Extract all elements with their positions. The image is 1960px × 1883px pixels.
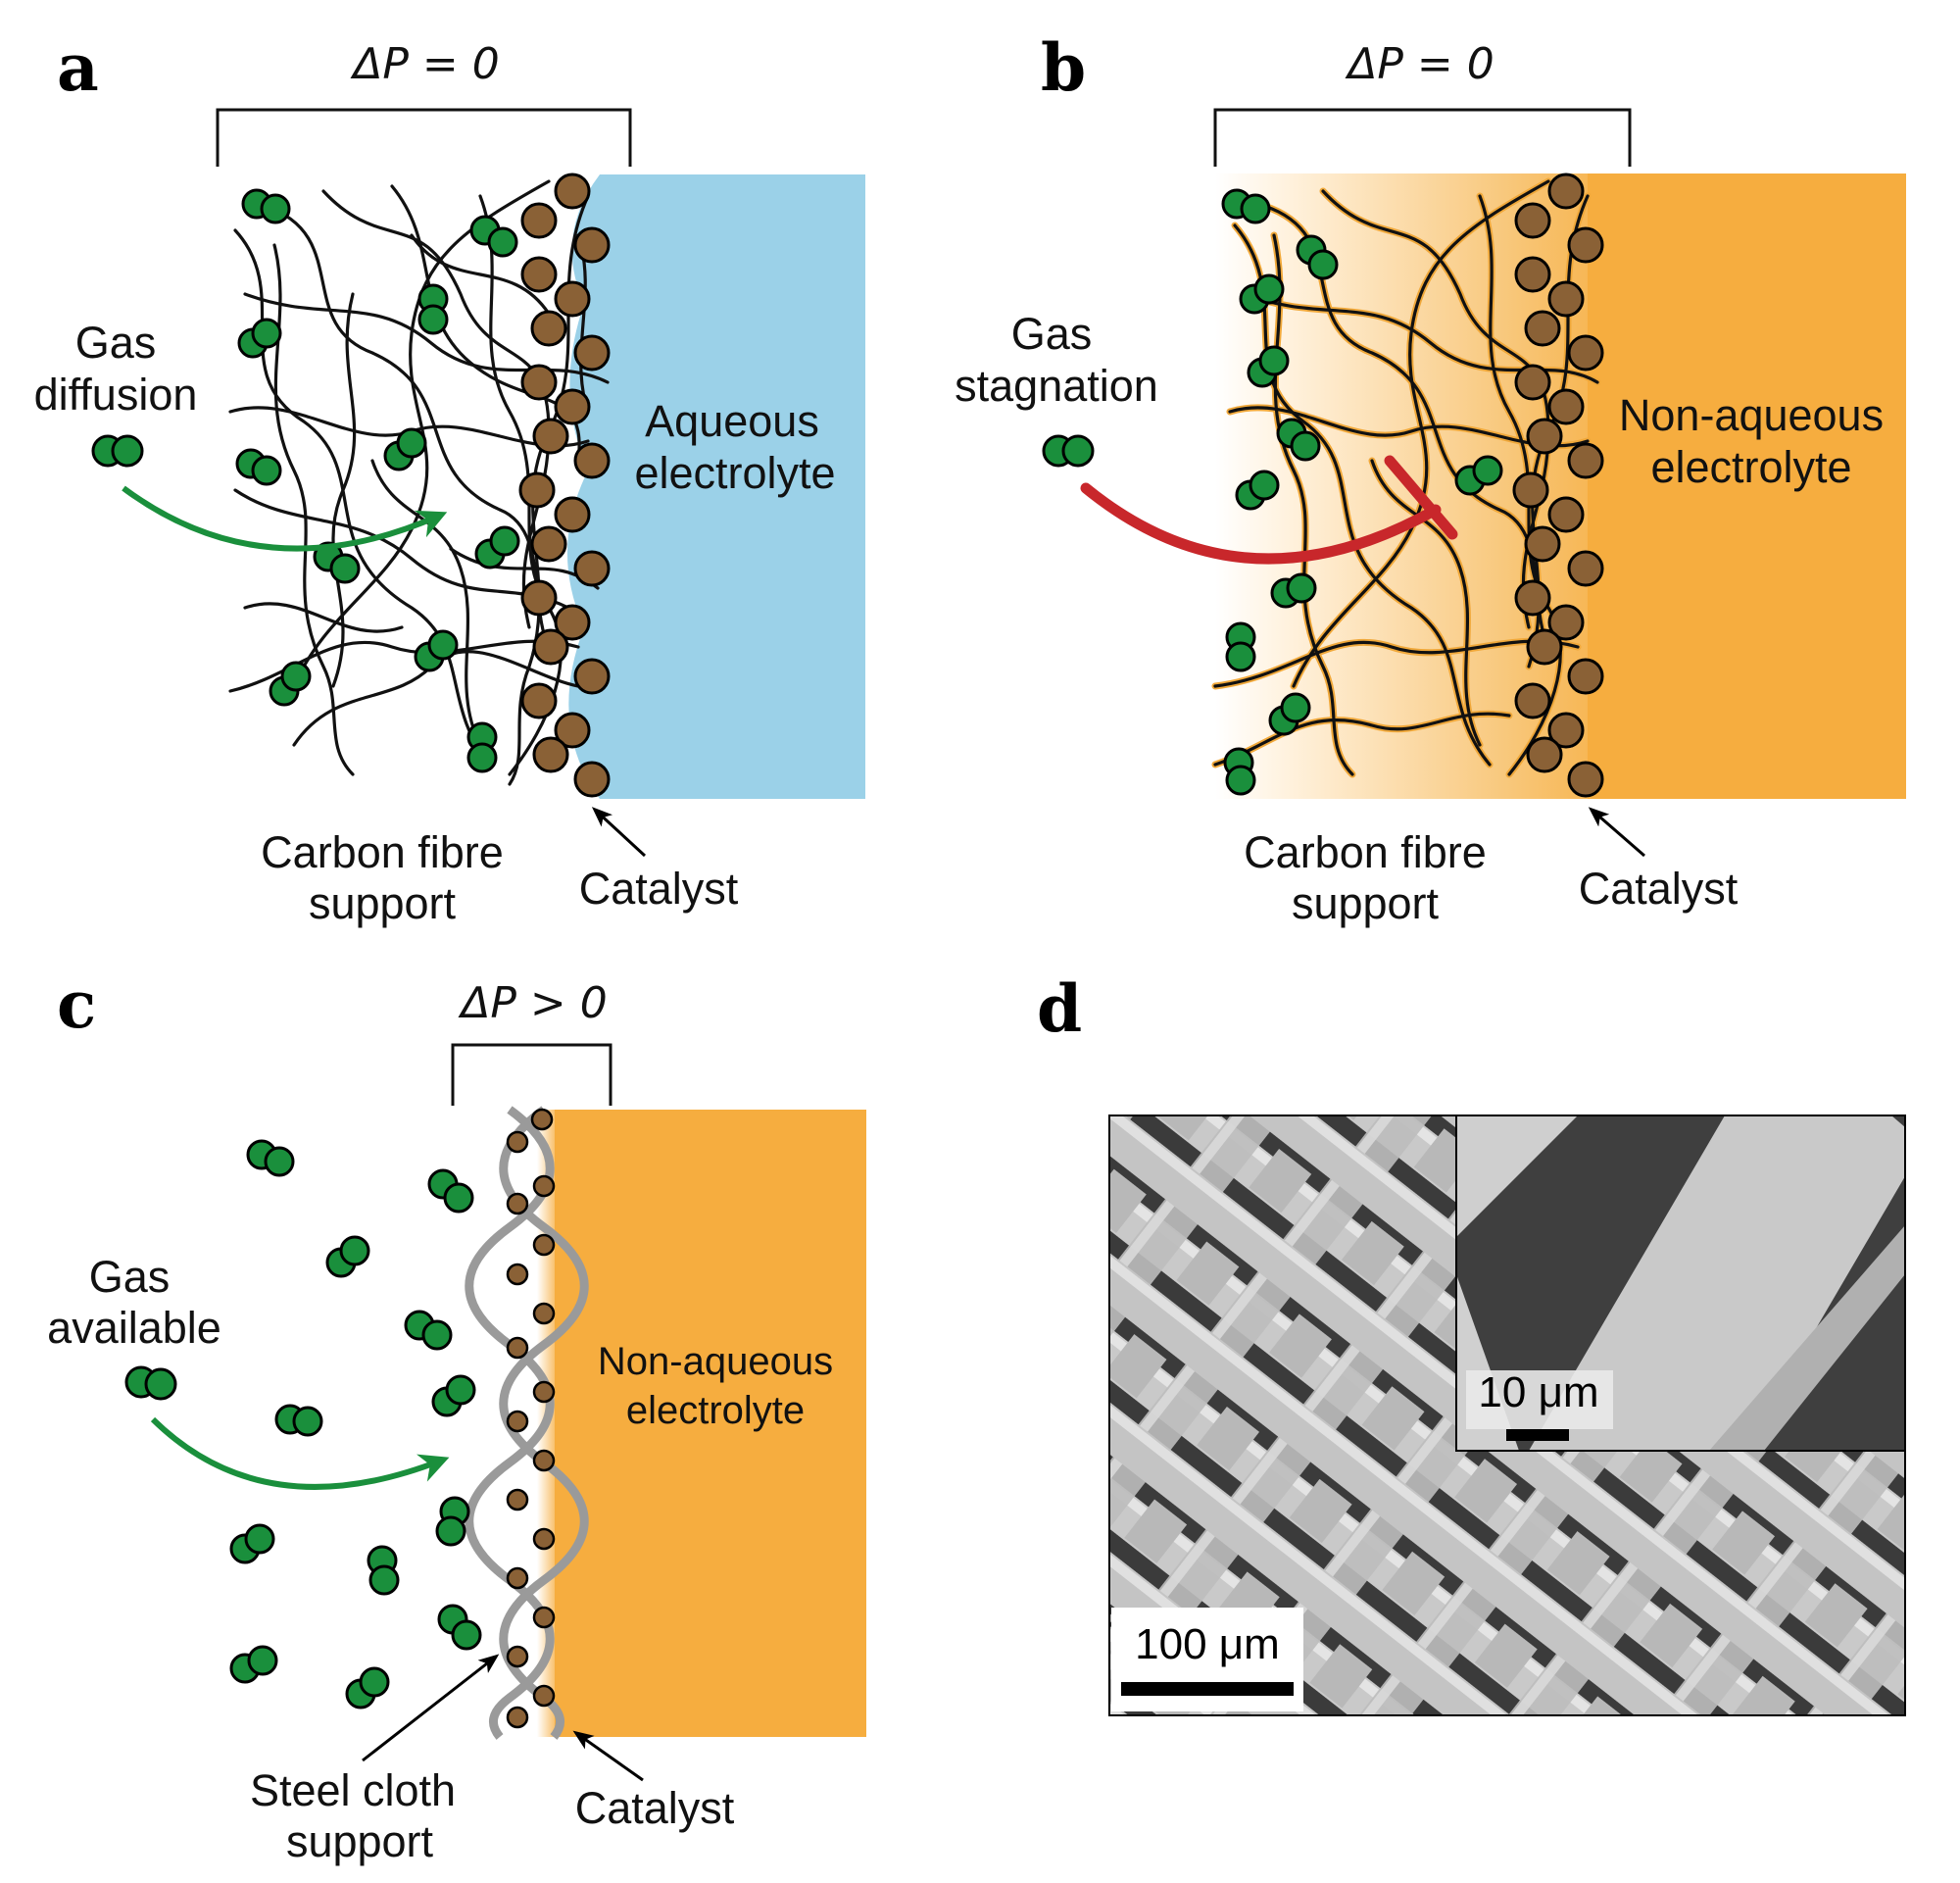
gas-available-arrow [150, 1416, 450, 1490]
inset-scale-bar [1506, 1429, 1569, 1441]
panel-d: d 10 μm 100 μm [1037, 970, 1906, 1716]
panel-a-catalyst-pointer [591, 807, 647, 858]
panel-a-support-label-2: support [309, 878, 457, 928]
panel-a-letter: a [57, 29, 99, 106]
panel-c: c ΔP > 0 [47, 966, 866, 1866]
panel-a-support-label-1: Carbon fibre [261, 827, 504, 877]
panel-c-catalyst-pointer [572, 1730, 644, 1782]
gas-molecules-a [91, 188, 520, 773]
gas-molecules-c [124, 1139, 482, 1710]
panel-b-pressure: ΔP = 0 [1345, 39, 1494, 89]
inset-scale-bar-label: 10 μm [1478, 1368, 1598, 1416]
inset-scale-backdrop [1466, 1370, 1613, 1429]
panel-c-catalyst-label: Catalyst [575, 1783, 735, 1833]
panel-b: b ΔP = 0 [955, 29, 1906, 928]
panel-c-support-label-2: support [286, 1816, 434, 1866]
gas-diffusion-arrow [122, 485, 448, 552]
panel-b-catalyst-label: Catalyst [1579, 864, 1739, 914]
main-scale-bar-label: 100 μm [1135, 1620, 1280, 1668]
panel-c-electrolyte-label-1: Non-aqueous [598, 1340, 833, 1383]
aqueous-electrolyte-region [566, 174, 865, 799]
panel-c-gas-label-1: Gas [89, 1252, 171, 1302]
main-scale-bar [1121, 1682, 1294, 1696]
panel-c-pressure: ΔP > 0 [458, 978, 607, 1028]
non-aqueous-electrolyte-region-c [555, 1110, 866, 1737]
panel-b-catalyst-pointer [1588, 807, 1645, 858]
panel-c-support-pointer [362, 1654, 500, 1762]
panel-d-letter: d [1037, 970, 1082, 1047]
panel-c-letter: c [57, 966, 96, 1043]
carbon-fibres-a [228, 179, 610, 786]
panel-a-electrolyte-label-2: electrolyte [634, 448, 835, 498]
panel-a-catalyst-label: Catalyst [579, 864, 739, 914]
panel-b-gas-label-2: stagnation [955, 361, 1158, 411]
catalyst-particles-b [1512, 173, 1604, 798]
panel-b-letter: b [1041, 29, 1086, 106]
panel-a: a ΔP = 0 [34, 29, 865, 928]
panel-b-electrolyte-label-2: electrolyte [1650, 442, 1851, 492]
catalyst-particles-c [506, 1108, 556, 1729]
panel-b-bracket [1213, 108, 1632, 167]
catalyst-particles-a [518, 173, 611, 798]
panel-c-support-label-1: Steel cloth [250, 1765, 456, 1815]
panel-b-support-label-1: Carbon fibre [1244, 827, 1487, 877]
panel-c-bracket [451, 1043, 612, 1106]
panel-a-bracket [216, 108, 632, 167]
panel-c-gas-label-2: available [47, 1303, 221, 1353]
panel-a-pressure: ΔP = 0 [350, 39, 499, 89]
panel-a-electrolyte-label-1: Aqueous [645, 396, 819, 446]
panel-a-gas-label-1: Gas [75, 318, 157, 368]
panel-b-gas-label-1: Gas [1011, 309, 1093, 359]
non-aqueous-electrolyte-region-b [1588, 173, 1906, 799]
panel-b-support-label-2: support [1292, 878, 1440, 928]
gas-stagnation-blocked-arrow [1080, 455, 1458, 565]
panel-c-electrolyte-label-2: electrolyte [626, 1389, 805, 1432]
gas-molecules-b [1042, 188, 1503, 796]
panel-b-electrolyte-label-1: Non-aqueous [1619, 390, 1884, 440]
panel-a-gas-label-2: diffusion [34, 370, 198, 420]
